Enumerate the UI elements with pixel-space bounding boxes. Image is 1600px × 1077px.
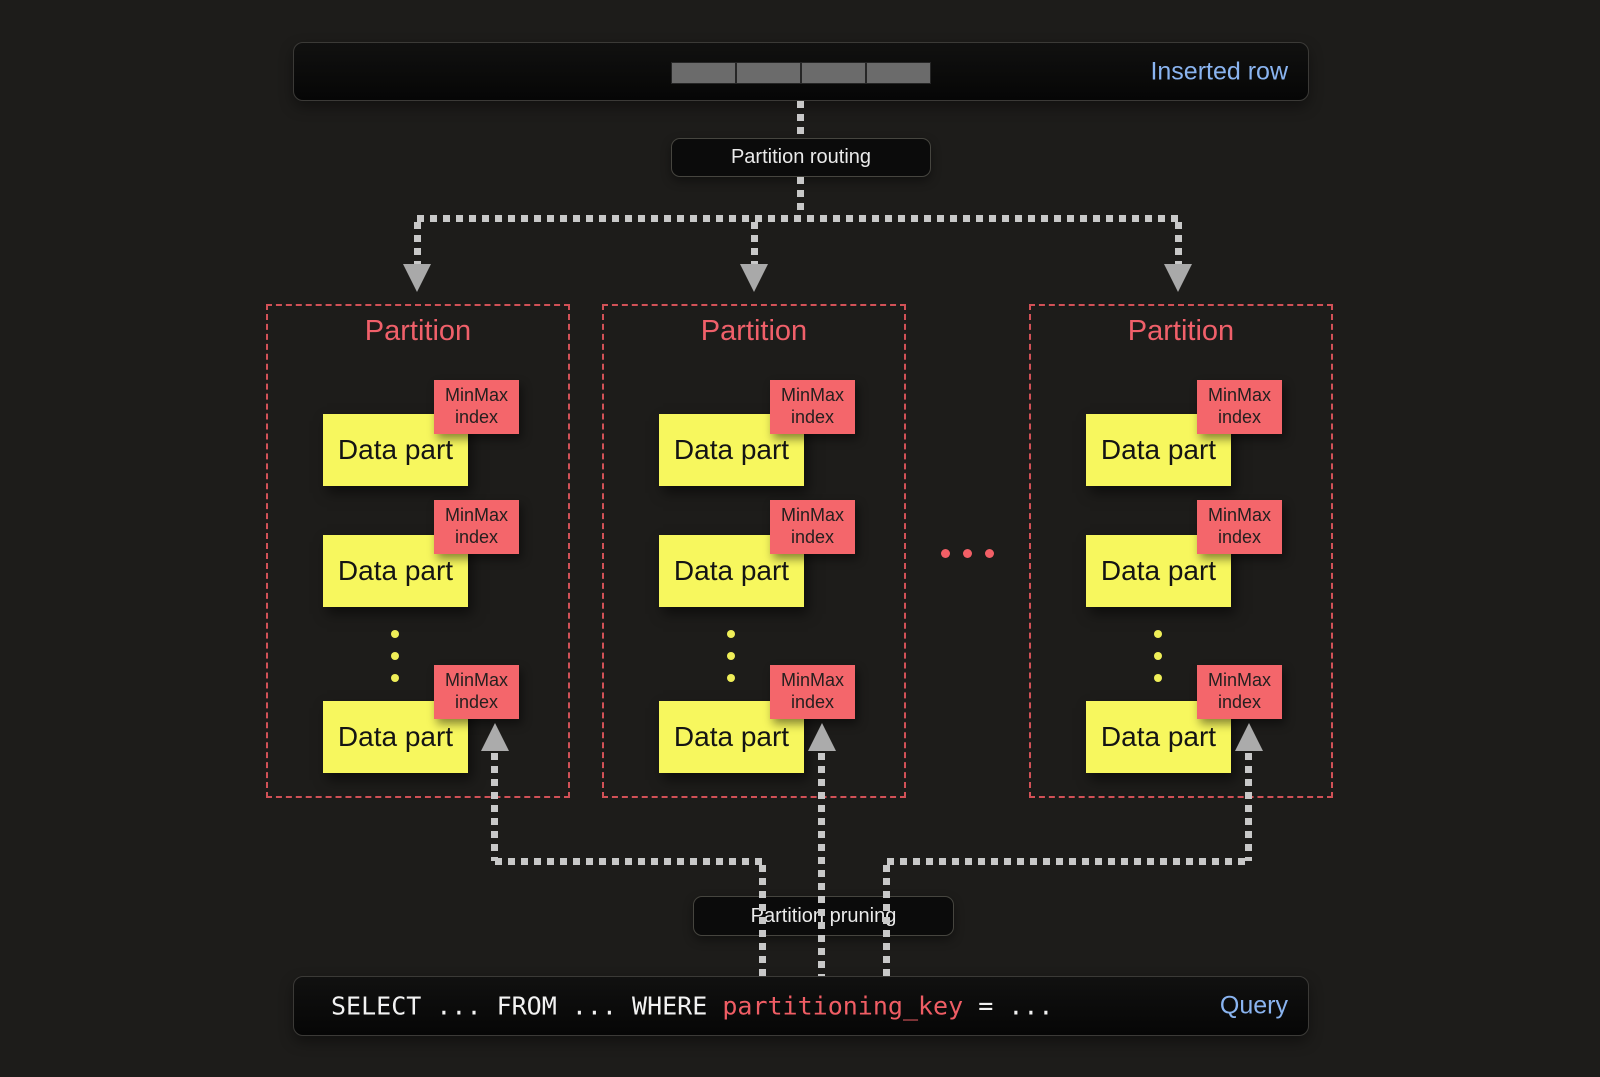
partition-box-3: Partition MinMax index Data part MinMax … [1029,304,1333,798]
minmax-label: index [1217,407,1262,427]
partition-box-2: Partition MinMax index Data part MinMax … [602,304,906,798]
minmax-label: index [1217,692,1262,712]
partition-ellipsis-dot [963,549,972,558]
ellipsis-dot [727,674,735,682]
data-part-label: Data part [673,721,790,752]
row-cell [867,63,930,83]
arrow-up-icon [808,723,836,751]
data-part-box: Data part [1086,535,1231,607]
minmax-label: MinMax [1207,385,1271,406]
arrow-down-icon [1164,264,1192,292]
arrow-up-icon [1235,723,1263,751]
connector-line [495,858,763,865]
connector-line [883,865,890,976]
ellipsis-dot [391,630,399,638]
connector-line [797,177,804,215]
inserted-row-box: Inserted row [293,42,1309,101]
minmax-label: index [454,527,499,547]
data-part-label: Data part [337,434,454,465]
connector-line [751,222,758,264]
query-label: Query [1219,991,1288,1020]
connector-line [1245,753,1252,861]
query-code: SELECT ... FROM ... WHERE partitioning_k… [331,992,1053,1021]
arrow-down-icon [403,264,431,292]
connector-line [797,101,804,138]
minmax-index-tag: MinMax index [434,500,519,554]
query-text: = ... [963,991,1054,1021]
partition-title: Partition [1127,315,1235,347]
minmax-index-tag: MinMax index [1197,500,1282,554]
data-part-box: Data part [323,701,468,773]
ellipsis-dot [727,652,735,660]
data-part-label: Data part [337,721,454,752]
ellipsis-dot [1154,652,1162,660]
row-cell [672,63,735,83]
minmax-index-tag: MinMax index [1197,380,1282,434]
query-text: SELECT ... FROM ... WHERE [331,991,723,1021]
minmax-label: index [454,692,499,712]
connector-line [759,865,766,976]
connector-line [414,222,421,264]
minmax-label: index [1217,527,1262,547]
minmax-label: MinMax [780,385,844,406]
connector-line [417,215,1179,222]
arrow-up-icon [481,723,509,751]
minmax-label: MinMax [444,385,508,406]
partition-title: Partition [364,315,472,347]
minmax-index-tag: MinMax index [434,380,519,434]
partition-title: Partition [700,315,808,347]
ellipsis-dot [391,652,399,660]
minmax-label: index [790,407,835,427]
connector-line [887,858,1249,865]
data-part-box: Data part [1086,701,1231,773]
data-part-label: Data part [1100,555,1217,586]
row-cell [737,63,800,83]
minmax-index-tag: MinMax index [434,665,519,719]
ellipsis-dot [727,630,735,638]
query-box: SELECT ... FROM ... WHERE partitioning_k… [293,976,1309,1036]
data-part-label: Data part [337,555,454,586]
minmax-label: MinMax [780,505,844,526]
partition-routing-box: Partition routing [671,138,931,177]
minmax-label: index [790,692,835,712]
query-partitioning-key: partitioning_key [722,991,964,1021]
minmax-label: MinMax [780,670,844,691]
data-part-label: Data part [673,555,790,586]
inserted-row-label: Inserted row [1150,57,1288,85]
minmax-label: MinMax [444,505,508,526]
arrow-down-icon [740,264,768,292]
minmax-label: index [790,527,835,547]
row-cell [802,63,865,83]
partition-ellipsis-dot [941,549,950,558]
data-part-label: Data part [1100,721,1217,752]
partition-box-1: Partition MinMax index Data part MinMax … [266,304,570,798]
data-part-box: Data part [323,535,468,607]
connector-line [491,753,498,861]
minmax-label: MinMax [1207,505,1271,526]
minmax-index-tag: MinMax index [770,665,855,719]
ellipsis-dot [391,674,399,682]
minmax-label: MinMax [444,670,508,691]
connector-line [1175,222,1182,264]
ellipsis-dot [1154,674,1162,682]
partition-routing-label: Partition routing [730,146,872,168]
minmax-index-tag: MinMax index [770,500,855,554]
inserted-row-cells [671,62,931,84]
data-part-label: Data part [673,434,790,465]
partition-ellipsis-dot [985,549,994,558]
data-part-label: Data part [1100,434,1217,465]
connector-line [818,753,825,976]
minmax-index-tag: MinMax index [770,380,855,434]
ellipsis-dot [1154,630,1162,638]
minmax-label: index [454,407,499,427]
minmax-index-tag: MinMax index [1197,665,1282,719]
minmax-label: MinMax [1207,670,1271,691]
